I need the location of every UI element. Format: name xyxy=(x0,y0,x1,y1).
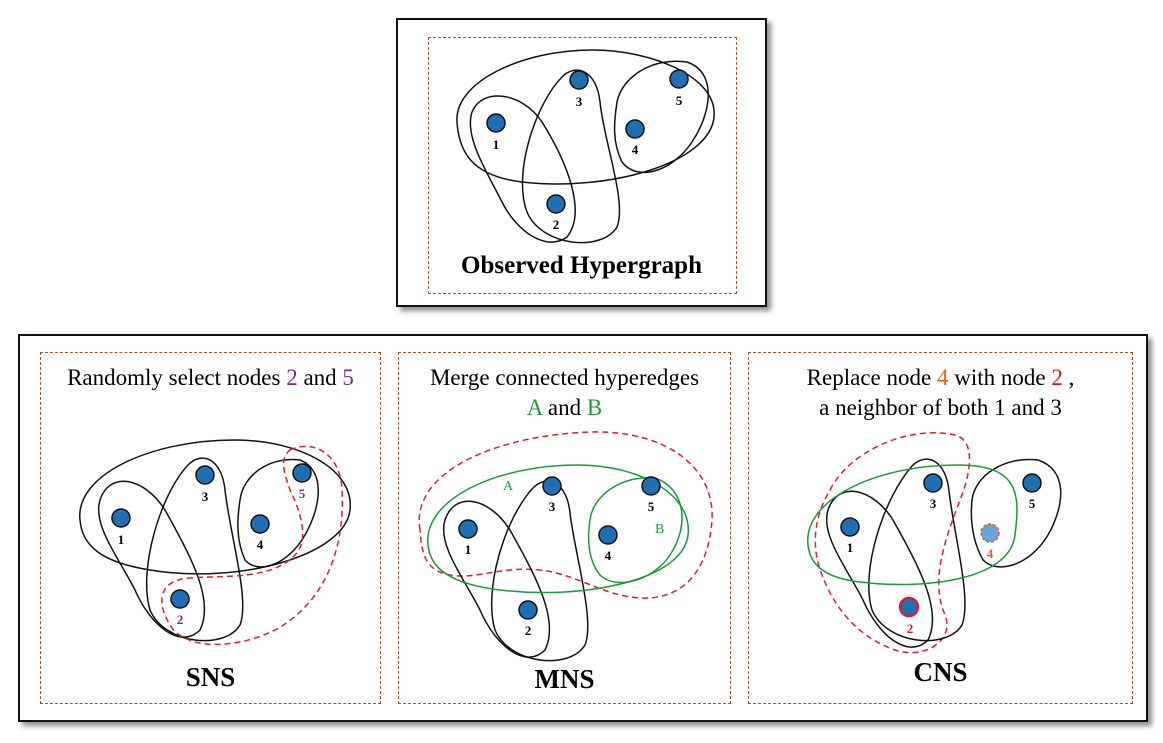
mns-caption-b: B xyxy=(586,395,603,420)
node-3 xyxy=(569,70,589,90)
sns-caption-node-5: 5 xyxy=(342,365,354,390)
mns-hyperedge-middle xyxy=(491,480,589,662)
cns-node-1 xyxy=(840,517,860,537)
hyperedge-left xyxy=(469,95,576,243)
mns-node-3-label: 3 xyxy=(549,499,556,514)
cns-hyperedge-left xyxy=(825,490,934,648)
cns-node-3 xyxy=(923,473,943,493)
mns-node-1 xyxy=(458,519,478,539)
sns-hyperedge-right xyxy=(237,458,319,568)
mns-node-2 xyxy=(518,600,538,620)
mns-edge-a-label: A xyxy=(503,479,514,494)
mns-caption: Merge connected hyperedges A and B xyxy=(398,363,731,423)
cns-caption-node-4: 4 xyxy=(936,365,949,390)
cns-caption-node-2: 2 xyxy=(1051,365,1063,390)
cns-node-4 xyxy=(980,523,1000,543)
sns-node-2-label: 2 xyxy=(177,612,184,627)
node-1-label: 1 xyxy=(493,137,500,152)
hyperedge-right xyxy=(613,60,709,173)
observed-hypergraph-dashed-border xyxy=(428,37,737,294)
node-1 xyxy=(486,113,506,133)
cns-node-4-label: 4 xyxy=(987,546,994,561)
node-4-label: 4 xyxy=(632,142,639,157)
sns-node-4 xyxy=(250,514,270,534)
hyperedge-big xyxy=(456,49,715,185)
hyperedge-middle xyxy=(521,69,621,244)
sns-node-4-label: 4 xyxy=(257,537,264,552)
mns-node-5 xyxy=(641,476,661,496)
cns-node-2 xyxy=(898,596,920,618)
observed-hypergraph-title: Observed Hypergraph xyxy=(461,252,702,279)
cns-node-3-label: 3 xyxy=(930,496,937,511)
mns-node-4-label: 4 xyxy=(605,548,612,563)
sns-hyperedge-big xyxy=(79,439,351,575)
cns-caption-with: with node xyxy=(948,365,1052,390)
cns-caption: Replace node 4 with node 2 , a neighbor … xyxy=(748,363,1133,423)
node-3-label: 3 xyxy=(576,94,583,109)
cns-hyperedge-right xyxy=(970,458,1062,568)
cns-hyperedge-green xyxy=(807,464,1018,586)
observed-hypergraph-diagram: 1 2 3 4 5 xyxy=(456,49,715,244)
node-5 xyxy=(669,69,689,89)
cns-node-1-label: 1 xyxy=(847,540,854,555)
cns-caption-line2: a neighbor of both 1 and 3 xyxy=(819,395,1062,420)
cns-sampled-hyperedge xyxy=(814,432,971,654)
sns-node-3-label: 3 xyxy=(202,489,209,504)
node-4 xyxy=(625,119,645,139)
sns-caption-text: Randomly select nodes xyxy=(67,365,287,390)
cns-caption-comma: , xyxy=(1062,365,1075,390)
mns-node-1-label: 1 xyxy=(465,542,472,557)
sns-caption: Randomly select nodes 2 and 5 xyxy=(40,363,381,393)
sns-dashed-border xyxy=(40,352,381,704)
mns-merged-hyperedge xyxy=(418,431,713,599)
cns-hyperedge-middle xyxy=(868,458,966,642)
observed-hypergraph-panel: 1 2 3 4 5 Observed Hypergraph xyxy=(396,18,767,307)
sampling-strategies-panel xyxy=(18,334,1148,722)
sns-node-1 xyxy=(111,508,131,528)
mns-caption-and: and xyxy=(542,395,587,420)
mns-dashed-border xyxy=(398,352,731,704)
mns-node-4 xyxy=(598,525,618,545)
sns-caption-and: and xyxy=(297,365,343,390)
sns-hyperedge-left xyxy=(97,480,206,638)
sns-node-1-label: 1 xyxy=(118,532,125,547)
mns-caption-line2: A and B xyxy=(398,393,731,423)
mns-caption-line1: Merge connected hyperedges xyxy=(429,365,700,390)
mns-node-2-label: 2 xyxy=(525,623,532,638)
mns-caption-a: A xyxy=(526,395,543,420)
sns-sampled-hyperedge xyxy=(161,445,344,646)
cns-title: CNS xyxy=(913,657,968,687)
sns-node-5-label: 5 xyxy=(299,486,306,501)
cns-node-5-label: 5 xyxy=(1029,496,1036,511)
observed-nodes: 1 2 3 4 5 xyxy=(486,69,689,232)
mns-node-3 xyxy=(542,476,562,496)
sns-node-2 xyxy=(170,589,190,609)
sns-title: SNS xyxy=(185,662,236,692)
cns-node-2-label: 2 xyxy=(907,621,914,636)
mns-node-5-label: 5 xyxy=(648,499,655,514)
cns-dashed-border xyxy=(748,352,1133,704)
node-2 xyxy=(546,194,566,214)
sns-hyperedge-middle xyxy=(146,457,244,642)
cns-node-5 xyxy=(1022,473,1042,493)
node-5-label: 5 xyxy=(676,93,683,108)
mns-hyperedge-b xyxy=(587,477,683,584)
node-2-label: 2 xyxy=(553,217,560,232)
mns-title: MNS xyxy=(534,664,595,694)
cns-caption-line1: Replace node 4 with node 2 , xyxy=(748,363,1133,393)
cns-caption-text: Replace node xyxy=(806,365,937,390)
sns-node-5 xyxy=(292,463,312,483)
sns-caption-node-2: 2 xyxy=(286,365,298,390)
sns-node-3 xyxy=(195,465,215,485)
mns-hyperedge-a xyxy=(427,464,689,594)
mns-edge-b-label: B xyxy=(655,522,664,537)
